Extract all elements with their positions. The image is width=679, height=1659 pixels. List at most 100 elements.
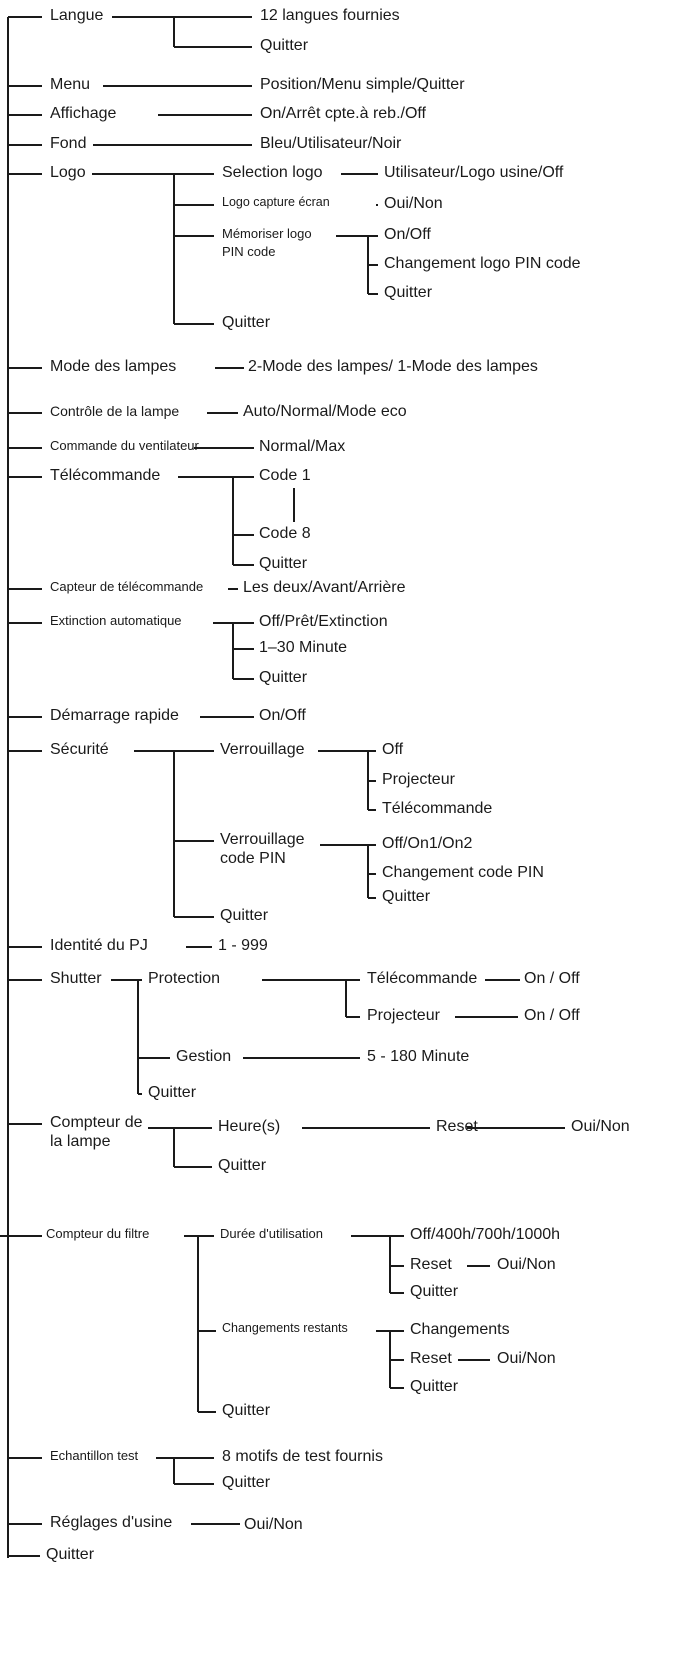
node-mode-lampes: Mode des lampes [50,358,177,375]
node-menu-opt: Position/Menu simple/Quitter [260,76,465,93]
connector-line [345,980,347,1017]
connector-line [390,1387,404,1389]
connector-line [318,750,376,752]
node-extinction-opt: Off/Prêt/Extinction [259,613,388,630]
node-code-1: Code 1 [259,467,311,484]
node-extinction-minutes: 1–30 Minute [259,639,348,656]
node-changements-quitter: Quitter [410,1378,459,1395]
node-protection-projecteur: Projecteur [367,1007,440,1024]
node-echantillon-quitter: Quitter [222,1474,271,1491]
connector-line [232,477,234,565]
connector-line [8,1555,40,1557]
connector-line [8,716,42,718]
connector-line [8,114,42,116]
node-protection: Protection [148,970,221,987]
node-heures-reset-opt: Oui/Non [571,1118,630,1135]
node-verrouillage-pin-2: code PIN [220,850,286,867]
node-affichage-opt: On/Arrêt cpte.à reb./Off [260,105,426,122]
node-heures: Heure(s) [218,1118,281,1135]
connector-line [186,946,212,948]
connector-line [198,1330,216,1332]
connector-line [8,16,42,18]
node-identite-range: 1 - 999 [218,937,268,954]
connector-line [173,1128,175,1167]
connector-line [178,476,254,478]
connector-line [215,367,244,369]
node-motifs-test: 8 motifs de test fournis [222,1448,383,1465]
node-securite: Sécurité [50,741,109,758]
node-selection-logo-opt: Utilisateur/Logo usine/Off [384,164,564,181]
connector-line [174,916,214,918]
node-capteur-telecommande: Capteur de télécommande [50,579,204,594]
node-code-8: Code 8 [259,525,311,542]
node-telecommande-quitter: Quitter [259,555,308,572]
connector-line [455,1016,518,1018]
connector-line [198,1411,216,1413]
connector-line [485,979,520,981]
connector-line [8,476,42,478]
node-protection-telecommande-opt: On / Off [524,970,580,987]
node-memoriser-logo: Mémoriser logo [222,226,312,241]
node-echantillon-test: Echantillon test [50,1448,139,1463]
connector-line [8,979,42,981]
node-logo-capture-opt: Oui/Non [384,195,443,212]
node-duree-quitter: Quitter [410,1283,459,1300]
connector-line [467,1127,565,1129]
node-pin-quitter: Quitter [382,888,431,905]
connector-line [458,1359,490,1361]
node-controle-lampe: Contrôle de la lampe [50,403,180,419]
connector-line [302,1127,430,1129]
connector-line [173,174,175,324]
connector-line [194,447,254,449]
node-extinction-auto: Extinction automatique [50,613,182,628]
node-compteur-lampe-quitter: Quitter [218,1157,267,1174]
connector-line [376,204,378,206]
node-changement-logo-pin: Changement logo PIN code [384,255,581,272]
node-gestion-range: 5 - 180 Minute [367,1048,470,1065]
node-duree-utilisation: Durée d'utilisation [220,1226,323,1241]
connector-line [390,1359,404,1361]
connector-line [0,1235,42,1237]
node-compteur-lampe: Compteur de [50,1114,143,1131]
connector-line [8,1523,42,1525]
connector-line [293,488,295,522]
connector-line [92,173,214,175]
connector-line [207,412,238,414]
connector-line [368,780,376,782]
node-verrouillage-off: Off [382,741,404,758]
connector-line [233,678,254,680]
node-langue: Langue [50,7,104,24]
node-langue-quitter: Quitter [260,37,309,54]
connector-line [8,447,42,449]
connector-line [103,85,252,87]
connector-line [184,1235,214,1237]
connector-line [390,1292,404,1294]
connector-line [8,85,42,87]
connector-line [156,1457,214,1459]
connector-line [7,17,9,1558]
node-changements: Changements [410,1321,510,1338]
connector-line [243,1057,360,1059]
node-protection-projecteur-opt: On / Off [524,1007,580,1024]
node-duree-reset: Reset [410,1256,452,1273]
node-selection-logo: Selection logo [222,164,323,181]
connector-line [93,144,252,146]
connector-line [8,1123,42,1125]
connector-line [174,1483,214,1485]
node-filtre-quitter: Quitter [222,1402,271,1419]
connector-line [174,323,214,325]
node-changements-reset: Reset [410,1350,452,1367]
node-mode-lampes-opt: 2-Mode des lampes/ 1-Mode des lampes [248,358,538,375]
connector-line [232,623,234,679]
node-gestion: Gestion [176,1048,232,1065]
node-menu: Menu [50,76,91,93]
connector-line [233,534,254,536]
node-duree-reset-opt: Oui/Non [497,1256,556,1273]
node-reglages-usine: Réglages d'usine [50,1514,173,1531]
node-quitter-final: Quitter [46,1546,95,1563]
connector-line [336,235,378,237]
connector-line [137,980,139,1094]
node-langue-12: 12 langues fournies [260,7,400,24]
connector-line [174,46,252,48]
